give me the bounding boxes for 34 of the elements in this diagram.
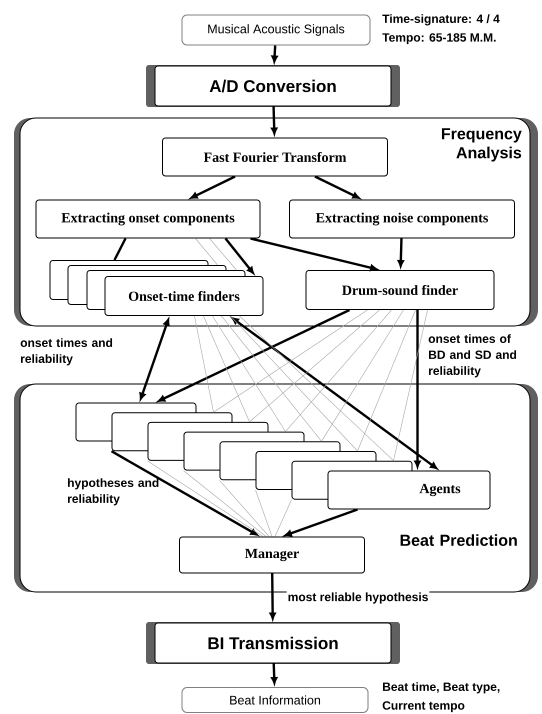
process-box: Onset-time finders <box>104 276 264 316</box>
arrow <box>158 308 350 402</box>
arrow <box>414 310 421 468</box>
side-note: Current tempo <box>382 701 464 712</box>
arrow <box>224 238 254 274</box>
process-box: Drum-sound finder <box>306 270 494 310</box>
arrow <box>269 574 276 620</box>
process-box: Extracting onset components <box>36 200 260 238</box>
flow-note: onset times and reliability <box>20 338 112 366</box>
process-box: BI Transmission <box>146 622 400 664</box>
arrow <box>271 106 278 135</box>
arrow <box>190 175 236 199</box>
arrow <box>110 450 258 536</box>
arrow <box>271 663 278 684</box>
arrow <box>398 238 404 268</box>
process-box: Agents <box>328 470 490 510</box>
process-box: Manager <box>179 536 365 574</box>
terminal-box: Musical Acoustic Signals <box>182 14 370 46</box>
arrow <box>314 175 360 199</box>
side-note: Beat time, Beat type, <box>383 682 500 694</box>
arrow <box>250 237 378 272</box>
process-box: Extracting noise components <box>289 200 515 238</box>
process-box: Fast Fourier Transform <box>162 138 388 176</box>
side-note: Tempo: 65-185 M.M. <box>382 33 496 44</box>
edge-label: most reliable hypothesis <box>288 592 428 604</box>
flow-note: onset times of BD and SD and reliability <box>428 334 516 378</box>
side-note: Time-signature: 4 / 4 <box>382 14 500 26</box>
flow-note: hypotheses and reliability <box>68 478 158 506</box>
process-box: A/D Conversion <box>146 65 400 107</box>
terminal-box: Beat Information <box>182 687 368 713</box>
arrow <box>139 318 170 400</box>
arrow <box>271 45 278 63</box>
arrow <box>232 317 438 470</box>
arrow <box>284 508 358 537</box>
